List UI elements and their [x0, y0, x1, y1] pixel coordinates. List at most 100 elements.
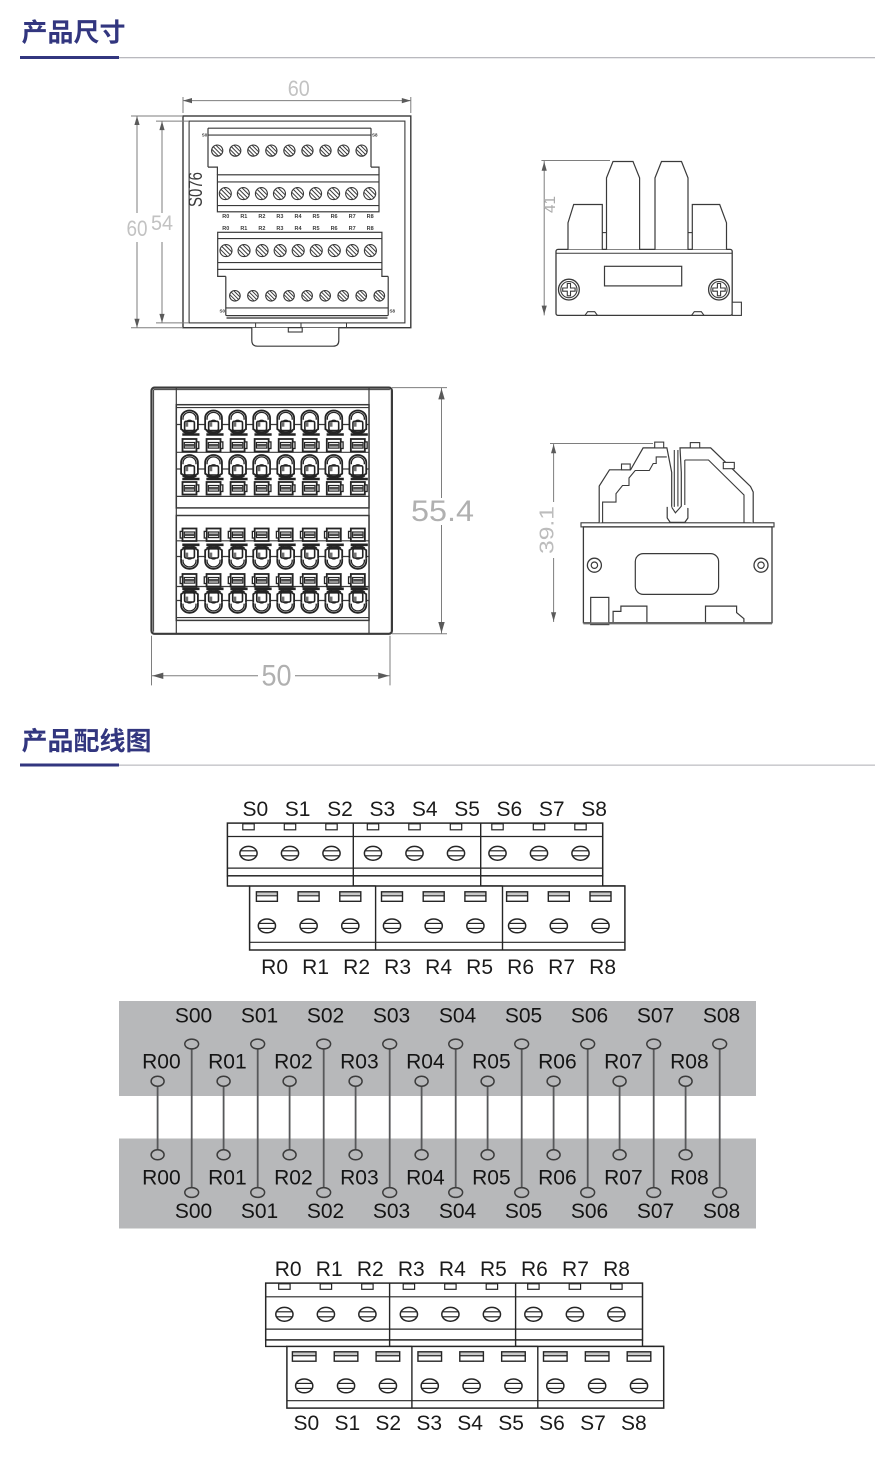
svg-text:R8: R8: [589, 956, 616, 979]
svg-text:39.1: 39.1: [536, 506, 558, 554]
svg-text:R00: R00: [142, 1050, 181, 1073]
svg-text:S08: S08: [703, 1005, 740, 1028]
svg-text:R7: R7: [562, 1258, 589, 1281]
svg-text:S00: S00: [175, 1005, 212, 1028]
svg-text:S8: S8: [621, 1412, 647, 1435]
svg-text:S8: S8: [372, 133, 378, 138]
svg-text:R6: R6: [507, 956, 534, 979]
svg-text:R5: R5: [466, 956, 493, 979]
svg-text:R1: R1: [240, 226, 247, 232]
svg-text:S076: S076: [186, 172, 207, 207]
svg-text:R05: R05: [472, 1050, 511, 1073]
svg-text:S00: S00: [175, 1200, 212, 1223]
svg-text:R8: R8: [603, 1258, 630, 1281]
svg-text:60: 60: [288, 76, 310, 101]
svg-text:55.4: 55.4: [411, 495, 474, 528]
svg-text:S5: S5: [454, 798, 480, 821]
svg-text:S5: S5: [498, 1412, 524, 1435]
svg-text:S1: S1: [285, 798, 311, 821]
svg-text:R1: R1: [316, 1258, 343, 1281]
svg-text:S0: S0: [202, 133, 208, 138]
svg-text:R2: R2: [357, 1258, 384, 1281]
svg-text:R04: R04: [406, 1166, 445, 1189]
svg-text:S6: S6: [539, 1412, 565, 1435]
svg-text:R5: R5: [480, 1258, 507, 1281]
svg-text:S1: S1: [334, 1412, 360, 1435]
svg-text:R4: R4: [294, 214, 302, 220]
svg-text:54: 54: [151, 212, 173, 235]
svg-text:S8: S8: [581, 798, 607, 821]
svg-text:S08: S08: [703, 1200, 740, 1223]
svg-text:R1: R1: [240, 214, 247, 220]
svg-text:R6: R6: [331, 214, 338, 220]
svg-text:R08: R08: [670, 1050, 709, 1073]
svg-text:R02: R02: [274, 1166, 313, 1189]
svg-text:S03: S03: [373, 1200, 410, 1223]
svg-text:R07: R07: [604, 1050, 643, 1073]
svg-text:41: 41: [542, 196, 559, 213]
svg-text:S04: S04: [439, 1200, 477, 1223]
svg-text:S05: S05: [505, 1200, 542, 1223]
svg-text:R07: R07: [604, 1166, 643, 1189]
svg-text:R3: R3: [276, 214, 283, 220]
svg-text:S0: S0: [294, 1412, 320, 1435]
svg-text:R5: R5: [313, 226, 320, 232]
svg-text:R0: R0: [275, 1258, 302, 1281]
svg-text:S06: S06: [571, 1005, 608, 1028]
svg-text:R03: R03: [340, 1050, 379, 1073]
svg-text:S0: S0: [242, 798, 268, 821]
svg-text:S05: S05: [505, 1005, 542, 1028]
svg-text:S4: S4: [412, 798, 438, 821]
svg-text:R1: R1: [302, 956, 329, 979]
svg-text:S2: S2: [327, 798, 353, 821]
svg-text:R08: R08: [670, 1166, 709, 1189]
svg-text:R0: R0: [261, 956, 288, 979]
svg-text:R8: R8: [367, 226, 374, 232]
svg-text:S6: S6: [497, 798, 523, 821]
svg-text:S03: S03: [373, 1005, 410, 1028]
svg-text:R2: R2: [258, 214, 265, 220]
svg-text:S2: S2: [375, 1412, 401, 1435]
svg-text:S7: S7: [539, 798, 565, 821]
svg-text:R4: R4: [294, 226, 302, 232]
svg-text:S0: S0: [219, 309, 225, 314]
svg-text:R6: R6: [521, 1258, 548, 1281]
svg-text:R00: R00: [142, 1166, 181, 1189]
svg-text:R01: R01: [208, 1166, 247, 1189]
svg-text:R06: R06: [538, 1050, 577, 1073]
svg-text:R3: R3: [276, 226, 283, 232]
svg-text:R2: R2: [343, 956, 370, 979]
svg-text:R0: R0: [222, 226, 229, 232]
svg-text:60: 60: [127, 216, 148, 241]
svg-text:S01: S01: [241, 1005, 278, 1028]
svg-text:R3: R3: [384, 956, 411, 979]
svg-text:S4: S4: [457, 1412, 483, 1435]
svg-text:50: 50: [262, 660, 292, 693]
svg-text:R6: R6: [331, 226, 338, 232]
svg-text:S07: S07: [637, 1200, 674, 1223]
svg-text:R03: R03: [340, 1166, 379, 1189]
svg-text:R4: R4: [425, 956, 452, 979]
svg-text:R8: R8: [367, 214, 374, 220]
svg-text:R2: R2: [258, 226, 265, 232]
svg-text:S02: S02: [307, 1005, 344, 1028]
svg-text:S07: S07: [637, 1005, 674, 1028]
svg-text:R4: R4: [439, 1258, 466, 1281]
svg-text:R05: R05: [472, 1166, 511, 1189]
svg-text:S3: S3: [370, 798, 396, 821]
svg-text:S3: S3: [416, 1412, 442, 1435]
svg-text:S02: S02: [307, 1200, 344, 1223]
svg-text:R7: R7: [349, 214, 356, 220]
svg-text:S04: S04: [439, 1005, 477, 1028]
svg-text:S7: S7: [580, 1412, 606, 1435]
svg-text:R01: R01: [208, 1050, 247, 1073]
svg-text:R3: R3: [398, 1258, 425, 1281]
svg-text:R04: R04: [406, 1050, 445, 1073]
svg-text:R0: R0: [222, 214, 229, 220]
svg-text:R7: R7: [548, 956, 575, 979]
svg-text:S01: S01: [241, 1200, 278, 1223]
svg-text:S06: S06: [571, 1200, 608, 1223]
svg-text:R06: R06: [538, 1166, 577, 1189]
svg-text:S8: S8: [390, 309, 396, 314]
svg-text:R7: R7: [349, 226, 356, 232]
